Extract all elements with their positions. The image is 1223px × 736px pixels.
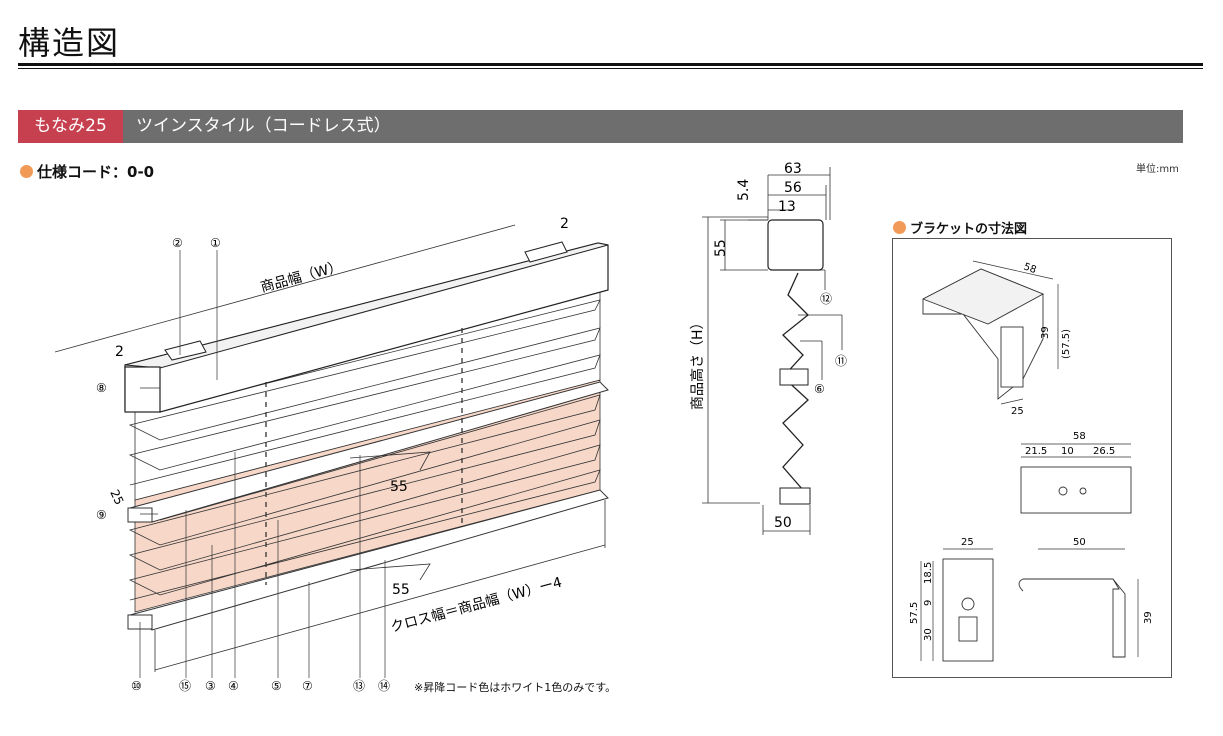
- part-15: ⑮: [179, 679, 191, 693]
- front-dim-30: 30: [923, 628, 934, 641]
- dim-2-right: 2: [560, 216, 569, 232]
- part-10: ⑩: [131, 679, 142, 693]
- product-banner: もなみ25 ツインスタイル（コードレス式）: [18, 110, 1183, 143]
- side-dim-5-4: 5.4: [736, 179, 752, 201]
- bracket-drawings: 58 39 (57.5) 25 58 21.5 10 26.5 25 57.5 …: [909, 260, 1154, 662]
- part-9: ⑨: [96, 508, 107, 522]
- iso-dim-58: 58: [1022, 261, 1038, 276]
- title-rule: [18, 63, 1203, 66]
- bracket-title-label: ブラケットの寸法図: [910, 222, 1028, 237]
- bullet-icon: [893, 221, 906, 234]
- dim-25: 25: [107, 487, 126, 507]
- spec-code: 仕様コード：0-0: [20, 161, 154, 182]
- width-label: 商品幅（W）: [259, 259, 344, 296]
- part-13: ⑬: [353, 679, 365, 693]
- top-dim-21-5: 21.5: [1025, 446, 1047, 457]
- top-dim-10: 10: [1061, 446, 1074, 457]
- part-1: ①: [210, 236, 221, 250]
- side-dim-39: 39: [1143, 611, 1154, 624]
- top-dim-58: 58: [1073, 431, 1086, 442]
- part-7: ⑦: [302, 679, 313, 693]
- side-dim-63: 63: [784, 161, 802, 177]
- bracket-title: ブラケットの寸法図: [893, 218, 1027, 237]
- iso-dim-25: 25: [1011, 406, 1024, 417]
- cloth-width-label: クロス幅＝商品幅（W）ー4: [389, 575, 564, 636]
- part-6: ⑥: [814, 382, 825, 396]
- part-5: ⑤: [271, 679, 282, 693]
- front-dim-25: 25: [961, 537, 974, 548]
- iso-dim-39: 39: [1040, 326, 1051, 339]
- title-rule-thin: [18, 68, 1203, 69]
- part-8: ⑧: [96, 381, 107, 395]
- side-dim-55: 55: [713, 239, 729, 257]
- bracket-dimension-box: 58 39 (57.5) 25 58 21.5 10 26.5 25 57.5 …: [892, 238, 1172, 678]
- front-dim-9: 9: [923, 600, 934, 606]
- iso-dim-57-5: (57.5): [1061, 329, 1072, 359]
- side-view-diagram: 63 56 13 5.4 55 商品高さ（H） 50 ⑫ ⑪ ⑥: [689, 161, 847, 535]
- bullet-icon: [20, 165, 33, 178]
- dim-2-left: 2: [115, 344, 124, 360]
- part-3: ③: [205, 679, 216, 693]
- dim-55-lower: 55: [392, 582, 410, 598]
- part-11: ⑪: [835, 354, 847, 368]
- series-tag: もなみ25: [18, 110, 123, 143]
- part-4: ④: [228, 679, 239, 693]
- page-title: 構造図: [18, 24, 121, 62]
- dim-55-upper: 55: [390, 479, 408, 495]
- side-dim-50: 50: [774, 515, 792, 531]
- side-dim-13: 13: [778, 199, 796, 215]
- front-dim-57-5: 57.5: [909, 602, 920, 624]
- side-dim-50: 50: [1073, 537, 1086, 548]
- spec-code-label: 仕様コード：0-0: [37, 163, 155, 181]
- unit-label: 単位:mm: [1136, 164, 1179, 175]
- style-label: ツインスタイル（コードレス式）: [136, 116, 391, 136]
- part-2: ②: [172, 236, 183, 250]
- height-label: 商品高さ（H）: [689, 315, 706, 410]
- front-dim-18-5: 18.5: [923, 562, 934, 584]
- side-dim-56: 56: [784, 180, 802, 196]
- top-dim-26-5: 26.5: [1093, 446, 1115, 457]
- cord-color-note: ※昇降コード色はホワイト1色のみです。: [414, 681, 617, 694]
- part-14: ⑭: [378, 679, 390, 693]
- part-12: ⑫: [820, 292, 832, 306]
